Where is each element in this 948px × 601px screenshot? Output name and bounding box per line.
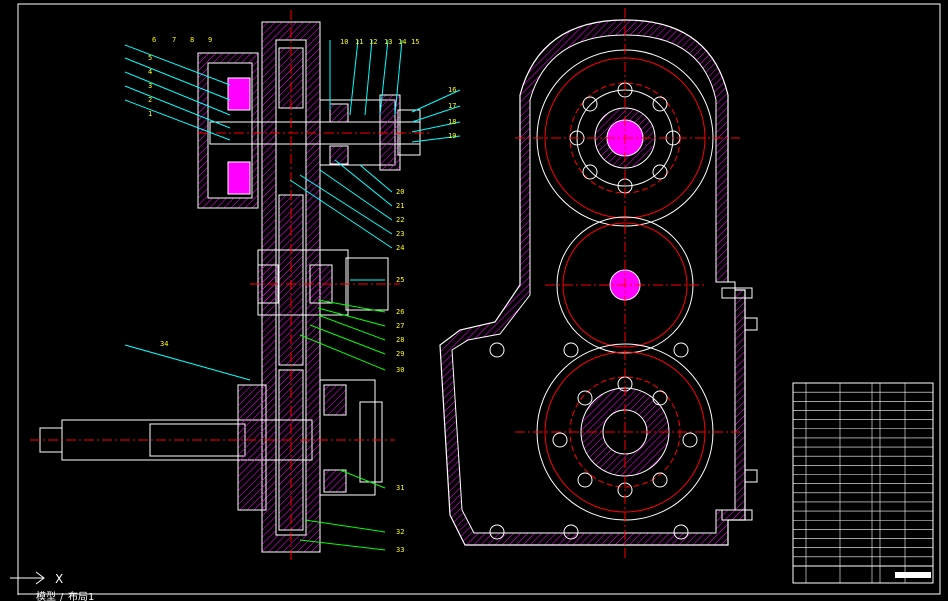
tab-model[interactable]: 模型: [36, 590, 56, 601]
callout-9: 9: [208, 36, 212, 44]
callout-16: 16: [448, 86, 456, 94]
callout-20: 20: [396, 188, 404, 196]
callout-27: 27: [396, 322, 404, 330]
drawing-frame: [17, 3, 941, 595]
callout-26: 26: [396, 308, 404, 316]
title-block: [792, 382, 934, 584]
callout-18: 18: [448, 118, 456, 126]
callout-1: 1: [148, 110, 152, 118]
callout-23: 23: [396, 230, 404, 238]
callout-7: 7: [172, 36, 176, 44]
section-view: [30, 10, 430, 560]
tab-layout1[interactable]: 布局1: [68, 591, 94, 601]
ucs-x-label: X: [55, 572, 63, 586]
callout-17: 17: [448, 102, 456, 110]
callout-21: 21: [396, 202, 404, 210]
layout-tabs[interactable]: 模型 / 布局1: [36, 590, 94, 601]
callout-6: 6: [152, 36, 156, 44]
callout-4: 4: [148, 68, 152, 76]
callout-32: 32: [396, 528, 404, 536]
leader-lines-green: [299, 299, 386, 551]
callout-5: 5: [148, 54, 152, 62]
callout-2: 2: [148, 96, 152, 104]
ucs-icon: [10, 571, 45, 595]
leader-lines: [124, 39, 461, 381]
callout-31: 31: [396, 484, 404, 492]
callout-34: 34: [160, 340, 168, 348]
callout-30: 30: [396, 366, 404, 374]
callout-10: 10: [340, 38, 348, 46]
callout-11: 11: [355, 38, 363, 46]
callout-14: 14: [398, 38, 406, 46]
callout-3: 3: [148, 82, 152, 90]
callout-22: 22: [396, 216, 404, 224]
callout-28: 28: [396, 336, 404, 344]
svg-text:/: /: [60, 592, 64, 601]
callout-24: 24: [396, 244, 404, 252]
callout-13: 13: [384, 38, 392, 46]
callout-33: 33: [396, 546, 404, 554]
callout-19: 19: [448, 132, 456, 140]
callout-15: 15: [411, 38, 419, 46]
callout-25: 25: [396, 276, 404, 284]
callout-29: 29: [396, 350, 404, 358]
elevation-view: [439, 8, 758, 560]
callout-8: 8: [190, 36, 194, 44]
callout-12: 12: [369, 38, 377, 46]
callouts: 6 7 8 9 10 11 12 13 14 15 5 4 3 2 1 16 1…: [148, 36, 456, 554]
